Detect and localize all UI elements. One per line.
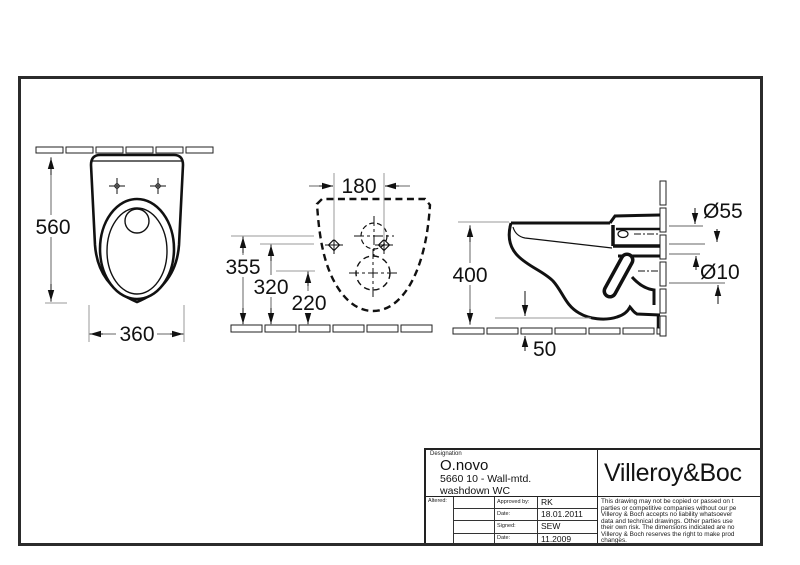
dim-wall-355: 355: [224, 235, 314, 325]
bowl-drain: [124, 208, 150, 234]
wall-hatch-side: [659, 180, 667, 337]
dim-label-220: 220: [291, 292, 326, 315]
approval-label: Date:: [497, 535, 511, 542]
model-number: 5660 10 - Wall-mtd.: [440, 473, 532, 485]
floor-hatch-side: [452, 327, 663, 335]
approval-value: 11.2009: [541, 533, 572, 544]
bowl-inner-rim: [106, 207, 168, 295]
brand-logo: Villeroy&Boc: [604, 458, 742, 487]
approval-label: Signed:: [495, 521, 537, 534]
dim-wall-220: 220: [276, 270, 328, 325]
brand-cell: Villeroy&Boc: [598, 450, 760, 496]
dim-diameters: Ø55 Ø10: [669, 200, 743, 304]
designation-label: Designation: [430, 451, 462, 457]
revision-cells: [454, 497, 495, 543]
legal-line: Villeroy & Boch reserves the right to ma…: [601, 530, 735, 538]
approval-value: SEW: [538, 521, 597, 534]
hinge-crosshair-left: [109, 178, 125, 194]
trapway: [602, 252, 635, 299]
wc-side-profile: [507, 213, 661, 328]
approval-value: RK: [538, 497, 597, 510]
inlet-circle: [354, 216, 394, 256]
approval-labels: Approved by: Date: Signed: Date:: [495, 497, 538, 543]
model-type: washdown WC: [440, 484, 511, 497]
dim-label-50: 50: [533, 338, 556, 361]
dim-wall-320: 320: [252, 243, 314, 325]
wall-hatch-plan: [230, 324, 433, 333]
dim-label-560: 560: [35, 216, 70, 239]
dim-label-400: 400: [452, 264, 487, 287]
designation-cell: Designation O.novo 5660 10 - Wall-mtd. w…: [426, 450, 598, 496]
legal-line: Villeroy & Boch accepts no liability wha…: [601, 511, 733, 519]
legal-notice: This drawing may not be copied or passed…: [598, 497, 760, 545]
legal-line: This drawing may not be copied or passed…: [601, 498, 734, 505]
altered-cell: Altered:: [426, 497, 454, 543]
side-view: 400 50 Ø55 Ø10: [450, 180, 743, 361]
dim-label-d55: Ø55: [703, 200, 743, 223]
dim-label-355: 355: [225, 256, 260, 279]
bowl-outer-rim: [98, 197, 176, 301]
drawing-sheet: 560 360: [18, 76, 763, 546]
dim-height-560: 560: [35, 157, 71, 304]
legal-line: parties or competitive companies without…: [601, 504, 737, 512]
dim-label-d10: Ø10: [700, 261, 740, 284]
technical-drawing: 560 360: [35, 146, 743, 361]
dim-hole-spacing-180: 180: [309, 173, 410, 240]
title-block: Designation O.novo 5660 10 - Wall-mtd. w…: [424, 448, 760, 545]
legal-line: data and technical drawings. Other parti…: [601, 517, 733, 525]
dim-label-320: 320: [253, 276, 288, 299]
approval-label: Approved by:: [495, 497, 537, 510]
product-name: O.novo: [440, 457, 489, 474]
dim-clearance-50: 50: [495, 291, 591, 361]
wc-plan-outline: [315, 197, 432, 313]
dim-label-360: 360: [119, 323, 154, 346]
dim-height-400: 400: [450, 221, 509, 325]
outlet-circle: [349, 249, 397, 297]
approval-label: Date:: [495, 509, 537, 522]
plan-view: 180 355 320: [224, 173, 433, 333]
hinge-crosshair-right: [150, 178, 166, 194]
dim-label-180: 180: [341, 175, 376, 198]
dim-width-360: 360: [88, 305, 185, 346]
approval-value: 18.01.2011: [538, 509, 597, 522]
legal-line: changes.: [601, 537, 627, 545]
front-view: 560 360: [35, 146, 214, 346]
wall-hatch-front: [35, 146, 214, 154]
approval-values: RK 18.01.2011 SEW 11.2009: [538, 497, 598, 544]
legal-line: their own risk. The dimensions indicated…: [601, 524, 735, 532]
inlet-spud: [617, 229, 629, 239]
